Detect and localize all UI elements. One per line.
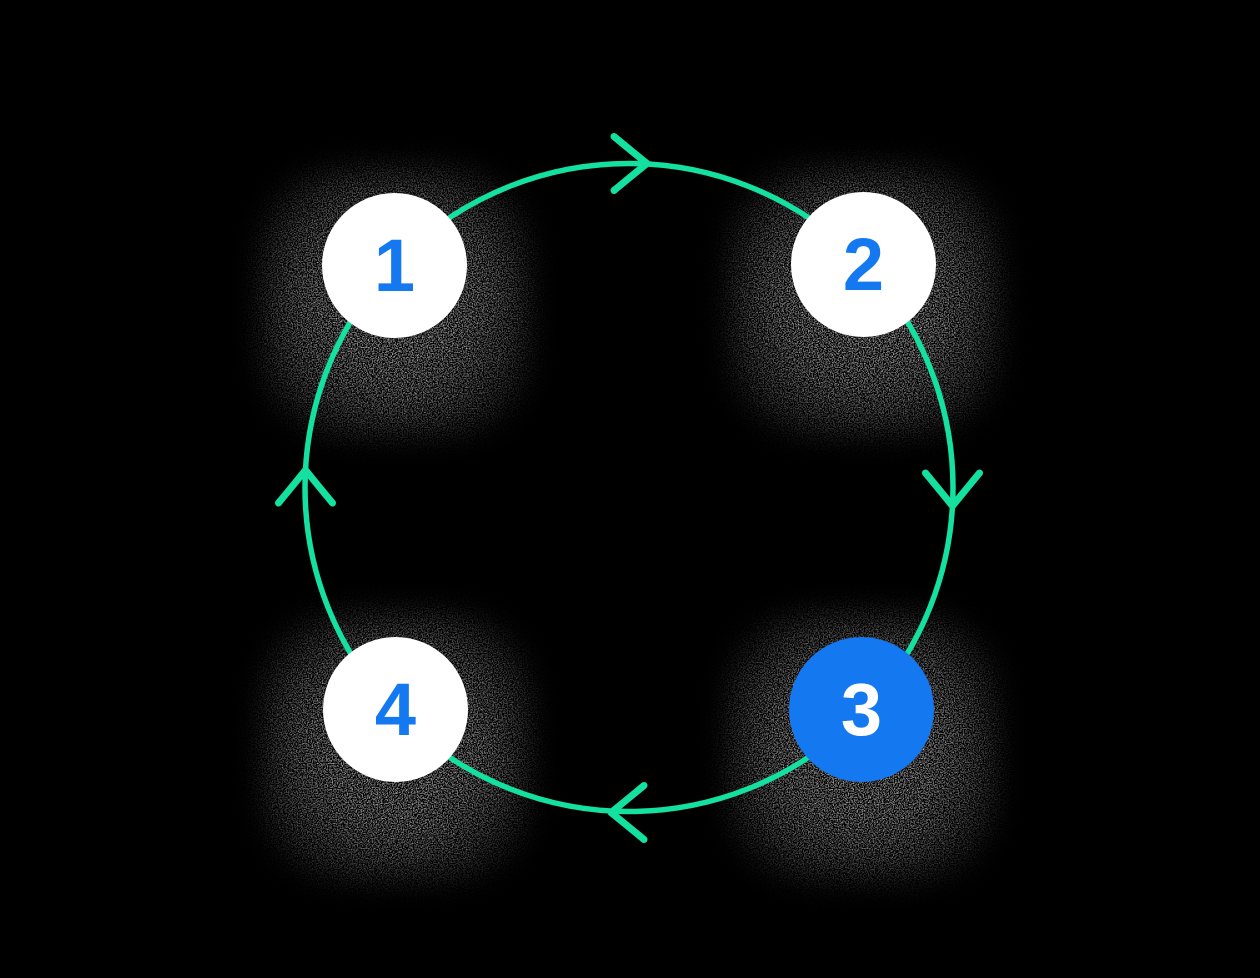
step-node-1[interactable]: 1 [322, 193, 467, 338]
step-node-2[interactable]: 2 [791, 192, 936, 337]
step-label: 2 [842, 222, 885, 306]
cycle-arrowheads [275, 133, 983, 843]
arrowhead-top-right-icon [610, 133, 651, 194]
arrowhead-right-down-icon [922, 469, 983, 510]
arrowhead-bottom-left-icon [607, 782, 648, 843]
cycle-ring [302, 160, 956, 815]
step-node-3-active[interactable]: 3 [789, 637, 934, 782]
step-node-4[interactable]: 4 [323, 637, 468, 782]
arrowhead-left-up-icon [275, 466, 336, 507]
step-label: 1 [373, 223, 416, 307]
step-label: 4 [374, 667, 417, 751]
step-label: 3 [840, 667, 883, 751]
